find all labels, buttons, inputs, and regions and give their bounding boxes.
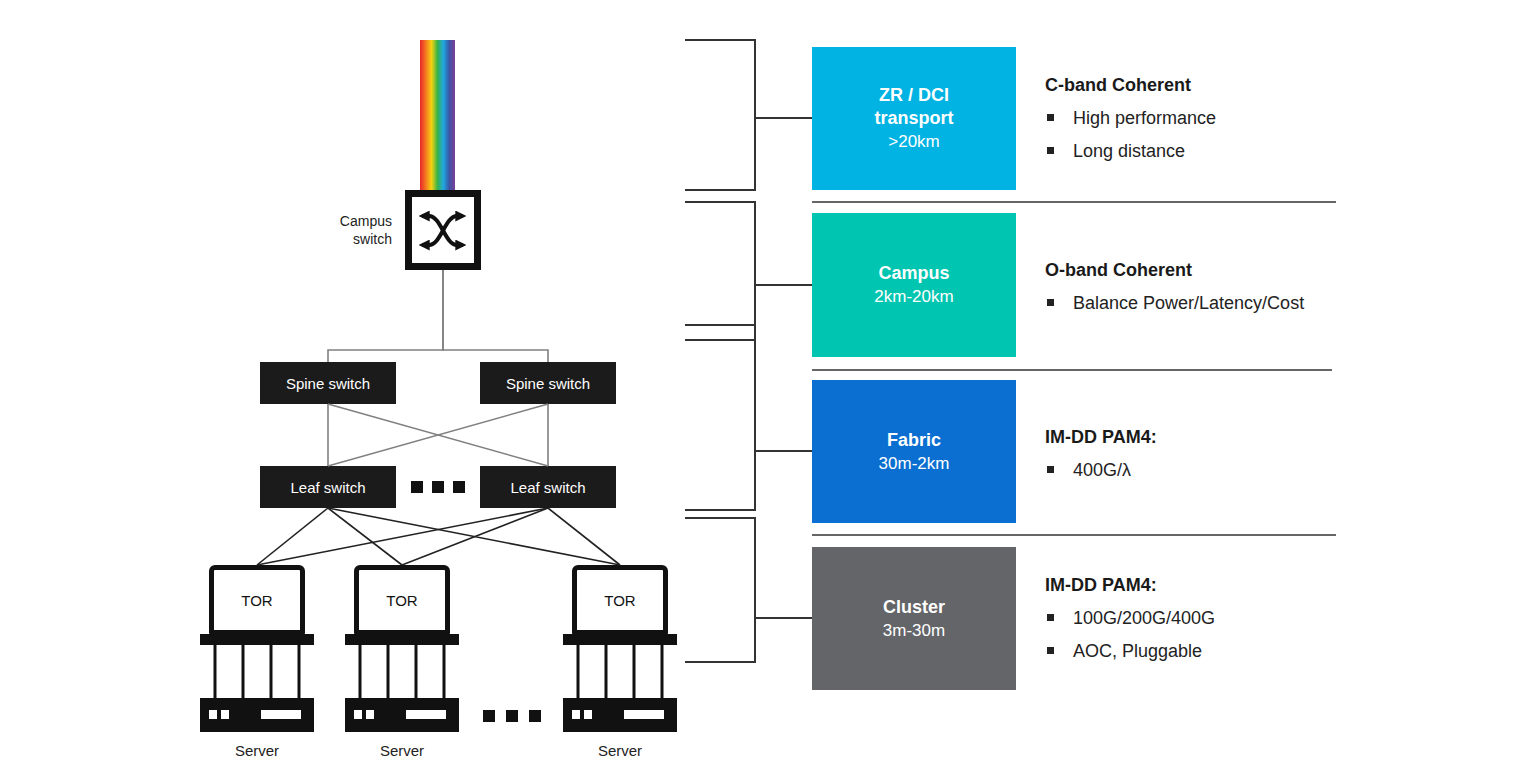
switch-arrow <box>422 216 463 245</box>
leaf-switch-box: Leaf switch <box>260 466 396 508</box>
node-subtitle: 30m-2km <box>879 452 950 475</box>
server-box: Server <box>345 698 459 732</box>
spec-bullet: High performance <box>1073 106 1216 130</box>
dot <box>411 481 423 493</box>
dot <box>432 481 444 493</box>
server-box: Server <box>200 698 314 732</box>
dot <box>453 481 465 493</box>
link-line <box>548 508 620 565</box>
tier-box: ZR / DCI transport>20km <box>812 47 1016 190</box>
node-title: Leaf switch <box>290 479 365 496</box>
node-title: Spine switch <box>286 375 370 392</box>
rack-base <box>200 634 314 645</box>
node-title: Leaf switch <box>510 479 585 496</box>
bracket <box>685 325 812 510</box>
switch-arrow <box>422 216 463 245</box>
dot <box>506 710 518 722</box>
link-line <box>327 404 329 466</box>
spec-bullet: AOC, Pluggable <box>1073 639 1202 663</box>
link-line <box>547 404 549 466</box>
tor-monitor: TOR <box>209 565 305 635</box>
leaf-switch-box: Leaf switch <box>480 466 616 508</box>
row-separators <box>812 202 1336 535</box>
bullet <box>1047 299 1054 306</box>
server-ports <box>209 710 664 719</box>
tier-box: Fabric30m-2km <box>812 380 1016 523</box>
link-line <box>328 404 548 466</box>
node-title: Campus <box>878 262 949 285</box>
bullet <box>1047 114 1054 121</box>
node-title: Cluster <box>883 596 945 619</box>
tier-box: Campus2km-20km <box>812 213 1016 357</box>
spec-heading: IM-DD PAM4: <box>1045 425 1157 449</box>
tor-monitor: TOR <box>354 565 450 635</box>
spine-switch-box: Spine switch <box>480 362 616 404</box>
separator-line <box>812 534 1336 536</box>
bullet <box>1047 466 1054 473</box>
spec-bullet: 400G/λ <box>1073 458 1131 482</box>
rack-rails <box>578 645 662 698</box>
separator-line <box>812 201 1336 203</box>
bullet <box>1047 147 1054 154</box>
tier-box: Cluster3m-30m <box>812 547 1016 690</box>
node-title: TOR <box>604 592 635 609</box>
link-line <box>443 270 548 362</box>
bullet-squares <box>1047 114 1054 654</box>
node-subtitle: 3m-30m <box>883 619 945 642</box>
tier-brackets <box>685 40 812 662</box>
rack <box>563 634 677 698</box>
spec-heading: O-band Coherent <box>1045 258 1192 282</box>
dot <box>529 710 541 722</box>
link-line <box>402 508 548 565</box>
spine-switch-box: Spine switch <box>260 362 396 404</box>
rack-rails <box>360 645 444 698</box>
spec-heading: C-band Coherent <box>1045 73 1191 97</box>
bullet <box>1047 647 1054 654</box>
node-subtitle: 2km-20km <box>874 285 953 308</box>
link-line <box>328 508 620 565</box>
switch-box: Campus switch <box>405 190 481 270</box>
switch-icon <box>422 216 463 245</box>
spec-bullet: Long distance <box>1073 139 1185 163</box>
bullet <box>1047 614 1054 621</box>
tor-monitor: TOR <box>572 565 668 635</box>
link-line <box>257 508 328 565</box>
separator-line <box>812 369 1332 371</box>
node-title: TOR <box>386 592 417 609</box>
node-title: Server <box>598 742 642 760</box>
node-title: Server <box>235 742 279 760</box>
bracket <box>685 40 812 190</box>
rack <box>200 634 314 698</box>
rack <box>345 634 459 698</box>
link-line <box>328 404 548 466</box>
node-title: Spine switch <box>506 375 590 392</box>
node-title: ZR / DCI transport <box>858 84 970 130</box>
spec-heading: IM-DD PAM4: <box>1045 573 1157 597</box>
link-line <box>328 270 443 362</box>
rack-rails <box>215 645 299 698</box>
link-line <box>328 508 402 565</box>
link-line <box>257 508 548 565</box>
node-title: TOR <box>241 592 272 609</box>
bracket <box>685 202 812 340</box>
node-title: Fabric <box>887 429 941 452</box>
spec-bullet: 100G/200G/400G <box>1073 606 1215 630</box>
wavelength-band <box>420 40 455 191</box>
spec-bullet: Balance Power/Latency/Cost <box>1073 291 1304 315</box>
bracket <box>685 518 812 662</box>
rack-base <box>563 634 677 645</box>
node-subtitle: >20km <box>888 130 940 153</box>
node-title: Server <box>380 742 424 760</box>
node-title: Campus switch <box>330 212 392 248</box>
rack-base <box>345 634 459 645</box>
dot <box>483 710 495 722</box>
server-box: Server <box>563 698 677 732</box>
